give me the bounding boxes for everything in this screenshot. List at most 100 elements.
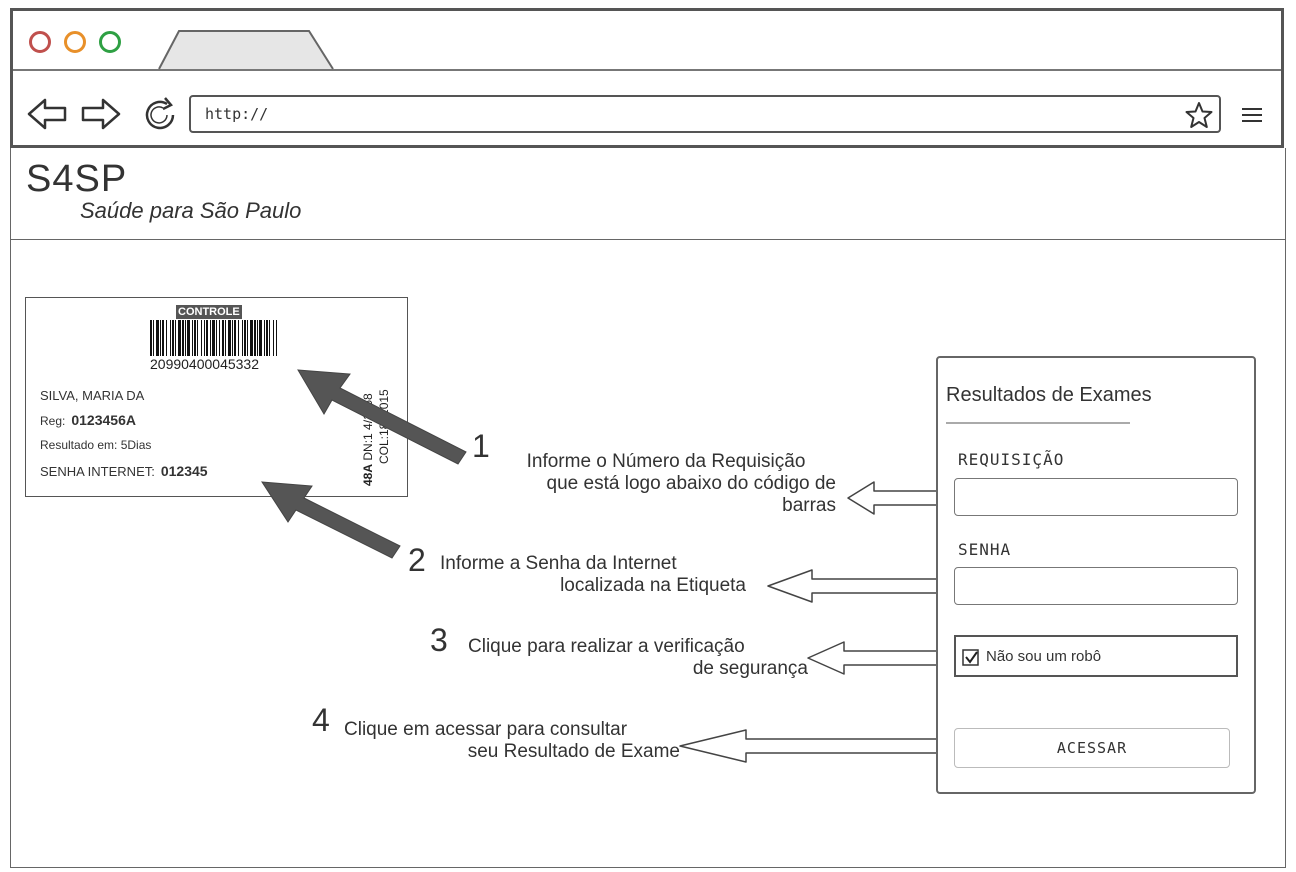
barcode-icon xyxy=(150,320,277,356)
arrow-to-barcode-icon xyxy=(297,369,467,465)
barcode-bar xyxy=(276,320,277,356)
barcode-bar xyxy=(206,320,208,356)
step-3-line2: de segurança xyxy=(692,658,808,679)
barcode-bar xyxy=(269,320,270,356)
barcode-bar xyxy=(264,320,265,356)
barcode-bar xyxy=(210,320,211,356)
browser-window: http:// xyxy=(10,8,1284,148)
arrow-captcha-icon xyxy=(807,641,947,675)
page-content xyxy=(10,148,1286,868)
barcode-bar xyxy=(201,320,202,356)
step-2-number: 2 xyxy=(408,542,426,578)
barcode-bar xyxy=(225,320,226,356)
barcode-bar xyxy=(170,320,171,356)
brand-subtitle: Saúde para São Paulo xyxy=(80,198,302,223)
minimize-window-button[interactable] xyxy=(64,31,86,53)
arrow-acessar-icon xyxy=(679,729,947,763)
step-2-line1: Informe a Senha da Internet xyxy=(440,553,677,574)
controle-tag: CONTROLE xyxy=(176,305,242,319)
barcode-bar xyxy=(254,320,256,356)
maximize-window-button[interactable] xyxy=(99,31,121,53)
barcode-bar xyxy=(156,320,159,356)
barcode-number: 20990400045332 xyxy=(150,356,260,372)
barcode-bar xyxy=(166,320,167,356)
arrow-senha-icon xyxy=(767,569,947,603)
barcode-bar xyxy=(187,320,190,356)
step-1-number: 1 xyxy=(472,428,490,464)
barcode-bar xyxy=(244,320,246,356)
step-2-text: Informe a Senha da Internet localizada n… xyxy=(440,553,746,597)
barcode-bar xyxy=(266,320,268,356)
step-3-line1: Clique para realizar a verificação xyxy=(468,636,745,657)
step-1-text: Informe o Número da Requisição que está … xyxy=(496,451,836,517)
barcode-bar xyxy=(234,320,236,356)
brand-title: S4SP xyxy=(26,158,128,200)
barcode-bar xyxy=(162,320,164,356)
menu-icon[interactable] xyxy=(1241,107,1263,125)
patient-name: SILVA, MARIA DA xyxy=(40,388,145,403)
reg-value: 0123456A xyxy=(71,412,136,428)
exam-results-panel: Resultados de Exames REQUISIÇÃO SENHA Nã… xyxy=(936,356,1256,794)
senha-value: 012345 xyxy=(160,463,208,479)
back-arrow-icon[interactable] xyxy=(27,97,69,131)
arrow-requisicao-icon xyxy=(847,481,947,515)
barcode-bar xyxy=(228,320,231,356)
checkbox-checked-icon[interactable] xyxy=(962,649,980,667)
barcode-bar xyxy=(153,320,154,356)
reg-line: Reg: 0123456A xyxy=(40,412,136,428)
barcode-bar xyxy=(242,320,243,356)
url-text: http:// xyxy=(205,105,269,123)
barcode-bar xyxy=(247,320,248,356)
step-4-text: Clique em acessar para consultar seu Res… xyxy=(344,719,680,763)
requisicao-label: REQUISIÇÃO xyxy=(958,450,1065,469)
barcode-bar xyxy=(197,320,198,356)
barcode-bar xyxy=(175,320,176,356)
step-1-line2: que está logo abaixo do código de xyxy=(546,473,836,494)
browser-tab[interactable] xyxy=(157,29,337,71)
reload-icon[interactable] xyxy=(141,96,181,134)
panel-title-underline xyxy=(946,422,1130,424)
step-3-text: Clique para realizar a verificação de se… xyxy=(468,636,808,680)
barcode-bar xyxy=(216,320,217,356)
step-4-line2: seu Resultado de Exame xyxy=(467,741,680,762)
senha-line: SENHA INTERNET: 012345 xyxy=(40,463,208,479)
step-4-line1: Clique em acessar para consultar xyxy=(344,719,628,740)
barcode-bar xyxy=(259,320,262,356)
acessar-button[interactable]: ACESSAR xyxy=(954,728,1230,768)
panel-title: Resultados de Exames xyxy=(946,384,1152,406)
barcode-bar xyxy=(204,320,205,356)
barcode-bar xyxy=(194,320,196,356)
barcode-bar xyxy=(185,320,186,356)
step-2-line2: localizada na Etiqueta xyxy=(560,575,746,596)
barcode-bar xyxy=(219,320,220,356)
close-window-button[interactable] xyxy=(29,31,51,53)
step-4-number: 4 xyxy=(312,702,330,738)
barcode-bar xyxy=(182,320,184,356)
barcode-bar xyxy=(192,320,193,356)
arrow-to-senha-icon xyxy=(261,481,401,559)
step-1-line1: Informe o Número da Requisição xyxy=(526,451,806,472)
barcode-bar xyxy=(250,320,253,356)
forward-arrow-icon[interactable] xyxy=(81,97,123,131)
barcode-bar xyxy=(222,320,224,356)
captcha-label: Não sou um robô xyxy=(986,648,1102,665)
barcode-bar xyxy=(160,320,161,356)
barcode-bar xyxy=(273,320,274,356)
barcode-bar xyxy=(172,320,174,356)
reg-label: Reg: xyxy=(40,414,66,428)
step-3-number: 3 xyxy=(430,622,448,658)
navigation-bar: http:// xyxy=(13,71,1281,148)
senha-field-label: SENHA xyxy=(958,540,1012,559)
result-line: Resultado em: 5Dias xyxy=(40,438,152,452)
barcode-bar xyxy=(238,320,239,356)
address-bar[interactable]: http:// xyxy=(189,95,1221,133)
bookmark-star-icon[interactable] xyxy=(1185,101,1213,129)
barcode-bar xyxy=(257,320,258,356)
senha-label: SENHA INTERNET: xyxy=(40,464,155,479)
barcode-bar xyxy=(232,320,233,356)
header-divider xyxy=(10,239,1286,240)
senha-input[interactable] xyxy=(954,567,1238,605)
barcode-bar xyxy=(178,320,181,356)
requisicao-input[interactable] xyxy=(954,478,1238,516)
captcha-box[interactable]: Não sou um robô xyxy=(954,635,1238,677)
